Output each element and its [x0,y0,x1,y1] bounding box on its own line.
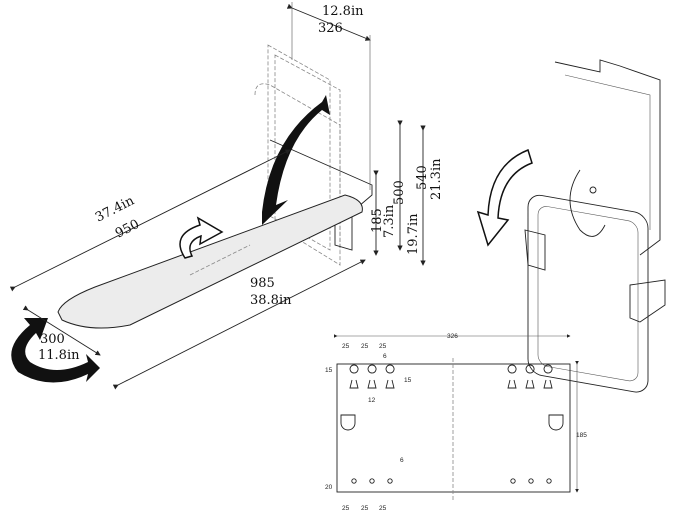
hook-slot-left [340,414,356,431]
folded-support-arc [569,169,606,237]
hook-slot-right [548,414,564,431]
spacing-bottom-2: 25 [361,505,369,512]
spacing-bottom-3: 25 [379,505,387,512]
plate-width-label: 326 [447,333,458,340]
keyhole-spacing: 12 [368,397,376,404]
bracket-mm-label: 185 [370,208,385,233]
width-in-label: 11.8in [38,348,80,363]
keyholes-left [349,364,395,389]
bottom-offset: 20 [325,484,333,491]
width-mm-label: 300 [40,332,65,347]
slot-width-top: 6 [383,353,387,360]
slot-width-bottom: 6 [400,457,404,464]
spacing-top-3: 25 [379,343,387,350]
height-total-mm-label: 540 [415,165,430,190]
spacing-top-2: 25 [361,343,369,350]
spacing-top-1: 25 [342,343,350,350]
keyholes-right [507,364,553,389]
bracket-in-label: 7.3in [382,204,397,238]
mounting-plate [336,363,571,493]
total-length-mm-label: 985 [250,276,275,291]
fold-down-arrow [476,149,533,247]
mounting-plate-drawing: 326 25 25 25 6 15 15 12 185 6 20 25 25 2… [325,333,587,512]
total-length-in-label: 38.8in [250,293,292,308]
board-length-mm-label: 950 [113,217,142,242]
spacing-bottom-1: 25 [342,505,350,512]
height-total-in-label: 21.3in [429,158,444,200]
depth-in-label: 12.8in [322,4,364,19]
keyhole-length: 15 [404,377,412,384]
height-in-label: 19.7in [406,213,421,255]
folded-frame [527,194,649,393]
screw-holes [351,478,552,484]
plate-height-label: 185 [576,432,587,439]
top-offset: 15 [325,367,333,374]
folded-unit-view [476,59,666,393]
ironing-board-view: 12.8in 326 540 21.3in 500 19.7in 185 7.3… [9,2,444,390]
depth-mm-label: 326 [318,21,343,36]
height-mm-label: 500 [392,180,407,205]
